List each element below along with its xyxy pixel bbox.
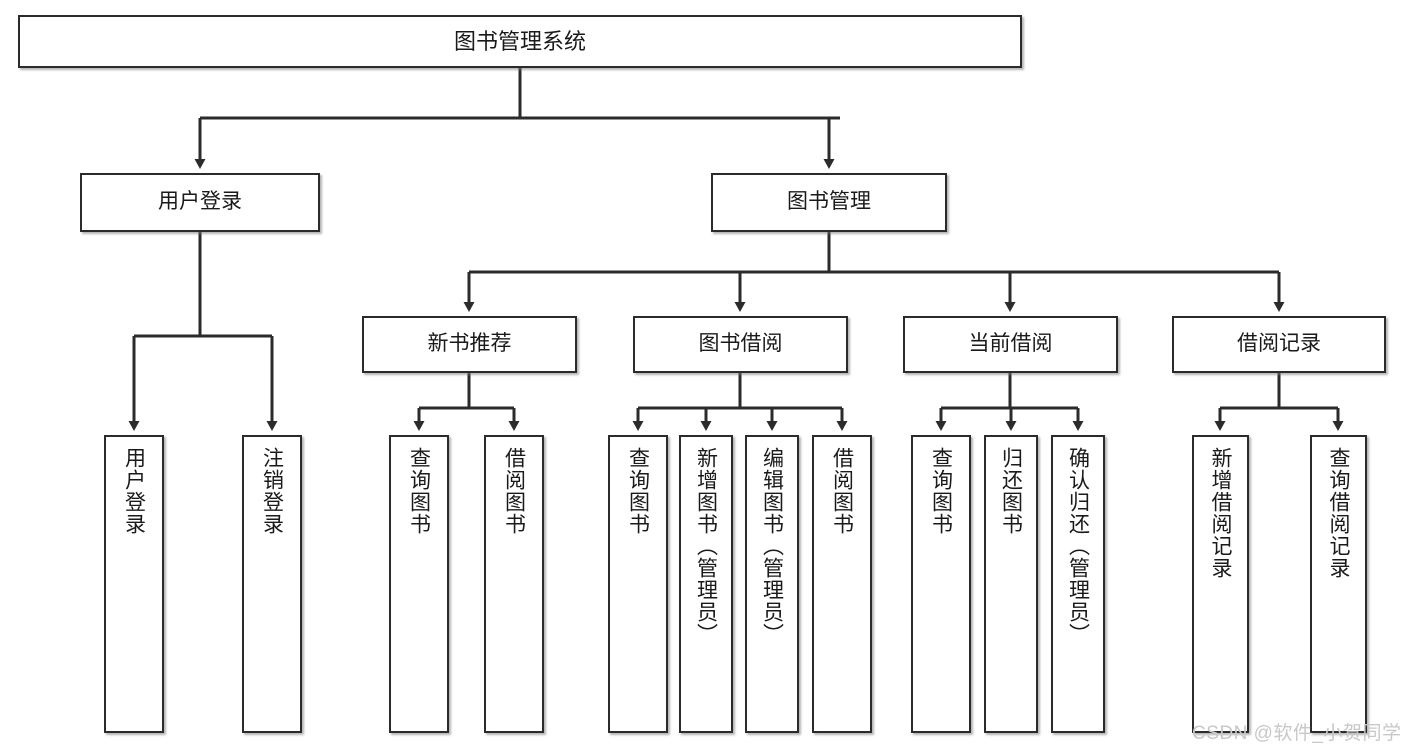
leaf-add-book-admin-label: 新增图书（管理员）: [694, 447, 718, 645]
leaf-edit-book-admin-label: 编辑图书（管理员）: [760, 447, 784, 645]
leaf-borrow-book-recommend-label: 借阅图书: [502, 447, 526, 535]
leaf-confirm-return-admin[interactable]: 确认归还（管理员）: [1051, 435, 1105, 733]
leaf-borrow-book[interactable]: 借阅图书: [812, 435, 872, 733]
leaf-edit-book-admin[interactable]: 编辑图书（管理员）: [745, 435, 799, 733]
csdn-watermark: CSDN @软件_小贺同学: [1192, 723, 1402, 744]
leaf-add-borrow-record-label: 新增借阅记录: [1209, 447, 1232, 579]
node-book-borrow-label: 图书借阅: [698, 332, 783, 356]
leaf-query-book-borrow-label: 查询图书: [626, 447, 650, 535]
node-root[interactable]: 图书管理系统: [18, 15, 1022, 68]
leaf-borrow-book-label: 借阅图书: [830, 447, 854, 535]
leaf-query-borrow-record-label: 查询借阅记录: [1327, 447, 1350, 579]
leaf-query-book-recommend-label: 查询图书: [407, 447, 431, 535]
leaf-query-book-current[interactable]: 查询图书: [911, 435, 971, 733]
node-borrow-record[interactable]: 借阅记录: [1172, 316, 1386, 373]
leaf-return-book[interactable]: 归还图书: [984, 435, 1038, 733]
node-new-book-recommend-label: 新书推荐: [427, 332, 512, 356]
leaf-user-login[interactable]: 用户登录: [104, 435, 164, 733]
leaf-borrow-book-recommend[interactable]: 借阅图书: [484, 435, 544, 733]
node-user-login[interactable]: 用户登录: [80, 173, 320, 232]
leaf-query-book-borrow[interactable]: 查询图书: [608, 435, 668, 733]
leaf-confirm-return-admin-label: 确认归还（管理员）: [1066, 447, 1090, 645]
leaf-user-login-label: 用户登录: [122, 447, 146, 535]
node-book-manage[interactable]: 图书管理: [711, 173, 947, 232]
node-current-borrow[interactable]: 当前借阅: [903, 316, 1118, 373]
leaf-logout-label: 注销登录: [260, 447, 284, 535]
node-book-manage-label: 图书管理: [787, 190, 871, 214]
leaf-logout[interactable]: 注销登录: [242, 435, 302, 733]
leaf-return-book-label: 归还图书: [999, 447, 1023, 535]
node-book-borrow[interactable]: 图书借阅: [633, 316, 848, 373]
node-new-book-recommend[interactable]: 新书推荐: [362, 316, 577, 373]
node-borrow-record-label: 借阅记录: [1237, 332, 1321, 356]
node-current-borrow-label: 当前借阅: [968, 332, 1053, 356]
node-user-login-label: 用户登录: [158, 190, 242, 214]
leaf-add-book-admin[interactable]: 新增图书（管理员）: [679, 435, 733, 733]
leaf-query-book-recommend[interactable]: 查询图书: [389, 435, 449, 733]
leaf-query-book-current-label: 查询图书: [929, 447, 953, 535]
leaf-add-borrow-record[interactable]: 新增借阅记录: [1192, 435, 1249, 733]
leaf-query-borrow-record[interactable]: 查询借阅记录: [1310, 435, 1367, 733]
node-root-label: 图书管理系统: [453, 28, 586, 54]
